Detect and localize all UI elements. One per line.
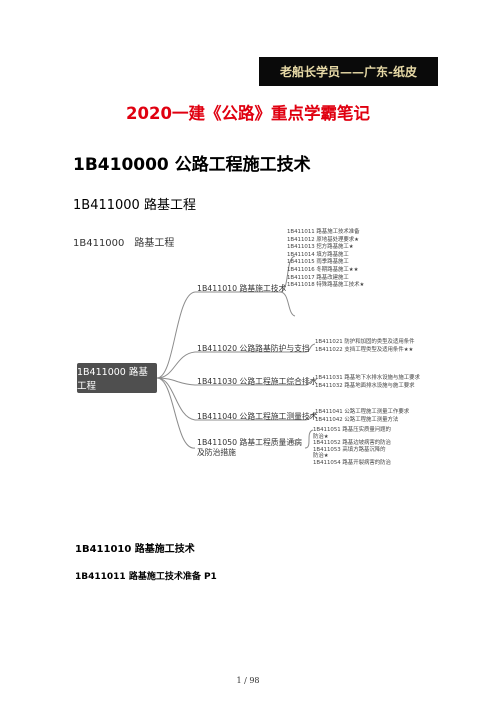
branch-item: 1B411018 特殊路基施工技术★ xyxy=(287,282,365,289)
branch-item: 1B411012 原地基处理要求★ xyxy=(287,236,359,243)
subsection-heading: 1B411010 路基施工技术 xyxy=(75,544,195,555)
branch-4-items: 1B411041 公路工程施工测量工作要求 1B411042 公路工程施工测量方… xyxy=(315,409,409,424)
chapter-heading: 1B410000 公路工程施工技术 xyxy=(73,155,311,175)
author-banner: 老船长学员——广东-纸皮 xyxy=(259,57,438,86)
branch-item: 1B411052 路基边坡病害的防治 xyxy=(313,440,391,447)
connector-branch-1 xyxy=(156,291,196,379)
branch-item: 1B411032 路基地面排水设施与施工要求 xyxy=(315,382,415,389)
branch-1-items: 1B411011 路基施工技术准备 1B411012 原地基处理要求★ 1B41… xyxy=(287,229,364,290)
author-banner-text: 老船长学员——广东-纸皮 xyxy=(280,65,417,79)
branch-item: 1B411015 雨季路基施工 xyxy=(287,259,349,266)
fan-5 xyxy=(304,429,314,449)
fan-2 xyxy=(304,343,316,353)
branch-label-2: 1B411020 公路路基防护与支挡 xyxy=(197,344,310,353)
branch-item: 1B411011 路基施工技术准备 xyxy=(287,229,360,235)
branch-item: 1B411016 冬期路基施工★★ xyxy=(287,266,359,273)
fan-1a xyxy=(279,255,296,293)
branch-item: 1B411017 路基改建施工 xyxy=(287,274,349,281)
branch-label-5: 1B411050 路基工程质量通病及防治措施 xyxy=(197,438,302,457)
branch-item: 防治★ xyxy=(313,453,329,460)
mind-map-root-label: 1B411000 路基工程 xyxy=(73,238,175,249)
fan-1b xyxy=(279,291,296,317)
branch-item: 1B411054 路基开裂病害的防治 xyxy=(313,459,391,466)
branch-item: 1B411014 填方路基施工 xyxy=(287,251,349,258)
branch-3-items: 1B411031 路基地下水排水设施与施工要求 1B411032 路基地面排水设… xyxy=(315,375,420,390)
branch-label-3: 1B411030 公路工程施工综合排水 xyxy=(197,377,318,386)
branch-item: 防治★ xyxy=(313,433,329,440)
connector-branch-5 xyxy=(156,377,196,449)
section-heading: 1B411000 路基工程 xyxy=(73,198,196,213)
fan-3 xyxy=(304,378,316,386)
mind-map-connectors xyxy=(156,255,316,449)
branch-item: 1B411021 防护和加固的类型及适用条件 xyxy=(315,339,415,345)
branch-item: 1B411042 公路工程施工测量方法 xyxy=(315,416,399,423)
branch-item: 1B411053 高填方路基沉降的 xyxy=(313,446,386,453)
branch-label-1: 1B411010 路基施工技术 xyxy=(197,284,287,293)
document-title: 2020一建《公路》重点学霸笔记 xyxy=(126,104,370,123)
mind-map-center-node: 1B411000 路基工程 xyxy=(77,363,157,393)
fan-4 xyxy=(304,412,316,421)
branch-item: 1B411041 公路工程施工测量工作要求 xyxy=(315,409,410,415)
branch-2-items: 1B411021 防护和加固的类型及适用条件 1B411022 支挡工程类型及适… xyxy=(315,339,415,354)
branch-item: 1B411051 路基压实质量问题的 xyxy=(313,427,391,433)
branch-item: 1B411013 挖方路基施工★ xyxy=(287,244,354,251)
page-number: 1 / 98 xyxy=(236,676,260,685)
branch-label-4: 1B411040 公路工程施工测量技术 xyxy=(197,412,318,421)
branch-item: 1B411031 路基地下水排水设施与施工要求 xyxy=(315,375,420,381)
subsubsection-heading: 1B411011 路基施工技术准备 P1 xyxy=(75,572,217,582)
mind-map-figure: 1B411000 路基工程 1B411000 路基工程 1B411010 路基施… xyxy=(65,224,435,466)
branch-item: 1B411022 支挡工程类型及适用条件★★ xyxy=(315,346,414,353)
branch-5-items: 1B411051 路基压实质量问题的 防治★ 1B411052 路基边坡病害的防… xyxy=(313,427,391,467)
connector-branch-2 xyxy=(156,351,196,379)
connector-branch-3 xyxy=(156,377,196,386)
